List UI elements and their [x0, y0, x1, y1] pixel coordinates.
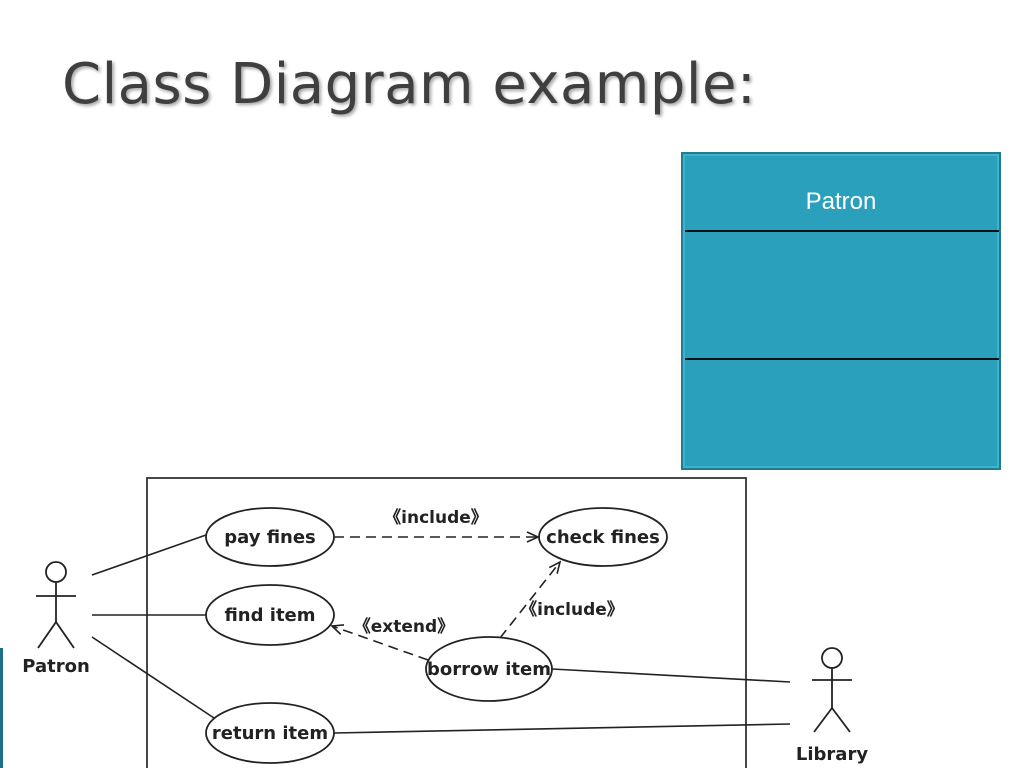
extend-borrow-find-line — [330, 624, 429, 661]
usecase-check-fines-label: check fines — [546, 527, 660, 548]
usecase-return-item: return item — [205, 702, 335, 764]
usecase-check-fines: check fines — [538, 507, 668, 567]
class-attributes-divider — [685, 230, 999, 232]
include-label-1: 《include》 — [384, 507, 488, 528]
assoc-return-library — [333, 723, 791, 734]
use-case-diagram: Patron Library 《include》 《include》 《exte… — [22, 477, 868, 768]
include-borrow-check-line — [499, 560, 562, 639]
actor-library: Library — [796, 647, 868, 765]
usecase-pay-fines: pay fines — [205, 507, 335, 567]
slide-title: Class Diagram example: — [62, 52, 757, 117]
assoc-patron-pay-fines — [91, 534, 207, 576]
usecase-find-item: find item — [205, 584, 335, 646]
system-boundary — [146, 477, 747, 768]
class-name: Patron — [805, 188, 877, 215]
actor-patron-label: Patron — [22, 656, 90, 677]
usecase-find-item-label: find item — [224, 605, 315, 626]
assoc-borrow-library — [551, 668, 791, 683]
actor-library-label: Library — [796, 744, 868, 765]
include-label-2: 《include》 — [520, 599, 624, 620]
assoc-patron-return-item — [91, 636, 215, 719]
slide-accent-bar — [0, 648, 3, 768]
actor-patron: Patron — [22, 561, 90, 677]
usecase-borrow-item-label: borrow item — [427, 659, 551, 680]
usecase-return-item-label: return item — [212, 723, 328, 744]
extend-label: 《extend》 — [354, 616, 454, 637]
usecase-pay-fines-label: pay fines — [224, 527, 316, 548]
class-box-patron: Patron — [681, 152, 1001, 470]
class-operations-divider — [685, 358, 999, 360]
usecase-borrow-item: borrow item — [425, 636, 553, 702]
